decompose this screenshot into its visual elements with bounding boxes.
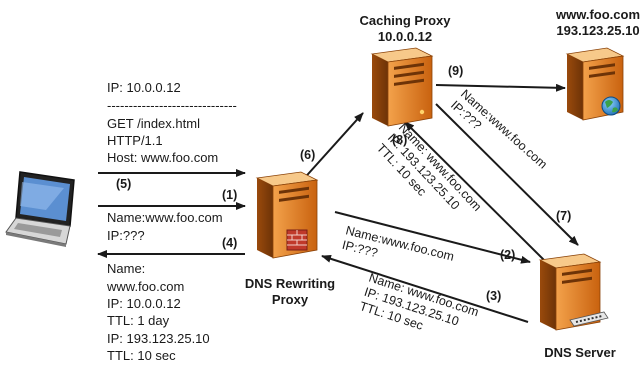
http-line3: Host: www.foo.com bbox=[107, 150, 218, 165]
caching-proxy-ip: 10.0.0.12 bbox=[378, 29, 432, 44]
dns-proxy-title: DNS Rewriting bbox=[245, 276, 335, 291]
arrows bbox=[97, 83, 579, 323]
http-request-text: IP: 10.0.0.12 --------------------------… bbox=[107, 80, 237, 165]
proxy-response-text: Name: www.foo.com IP: 193.123.25.10 TTL:… bbox=[374, 120, 484, 213]
node-labels: Caching Proxy 10.0.0.12 www.foo.com 193.… bbox=[245, 7, 640, 360]
step-4: (4) bbox=[222, 236, 237, 250]
arrow-6-dns-proxy-to-caching-proxy bbox=[299, 112, 364, 184]
arrow-3-dns-server-to-dns-proxy bbox=[321, 254, 529, 323]
dns-response-text: Name: www.foo.com IP: 193.123.25.10 TTL:… bbox=[358, 271, 481, 333]
resp-line5: IP: 193.123.25.10 bbox=[107, 331, 210, 346]
firewall-icon bbox=[286, 229, 308, 251]
step-1: (1) bbox=[222, 188, 237, 202]
step-labels: (1) (2) (3) (4) (5) (6) (7) (8) (9) bbox=[116, 64, 571, 303]
http-line2: HTTP/1.1 bbox=[107, 133, 163, 148]
arrow-8-dns-server-to-caching-proxy bbox=[404, 121, 547, 263]
origin-title: www.foo.com bbox=[555, 7, 640, 22]
arrow-2-dns-proxy-to-dns-server bbox=[334, 211, 531, 264]
step-2: (2) bbox=[500, 248, 515, 262]
client-query-ip: IP:??? bbox=[107, 228, 145, 243]
client-response-text: Name: www.foo.com IP: 10.0.0.12 TTL: 1 d… bbox=[106, 261, 210, 363]
client-query-text: Name:www.foo.com IP:??? bbox=[107, 210, 223, 243]
laptop-icon bbox=[5, 171, 75, 247]
http-ip: IP: 10.0.0.12 bbox=[107, 80, 181, 95]
dns-query-text: Name:www.foo.com IP:??? bbox=[341, 223, 456, 263]
dns-proxy-title-line2: Proxy bbox=[272, 292, 309, 307]
step-3: (3) bbox=[486, 289, 501, 303]
globe-icon bbox=[601, 96, 621, 116]
resp-line2: www.foo.com bbox=[106, 279, 184, 294]
resp-line6: TTL: 10 sec bbox=[107, 348, 176, 363]
dns-rewriting-proxy-server-icon bbox=[255, 171, 319, 259]
step-7: (7) bbox=[556, 209, 571, 223]
http-separator: ------------------------------ bbox=[107, 98, 237, 113]
step-6: (6) bbox=[300, 148, 315, 162]
client-query-name: Name:www.foo.com bbox=[107, 210, 223, 225]
resp-line3: IP: 10.0.0.12 bbox=[107, 296, 181, 311]
caching-proxy-server-icon bbox=[370, 47, 434, 127]
dns-server-icon bbox=[538, 253, 609, 331]
step-8: (8) bbox=[392, 133, 407, 147]
origin-server-icon bbox=[565, 47, 625, 121]
resp-line4: TTL: 1 day bbox=[107, 313, 170, 328]
resp-line1: Name: bbox=[107, 261, 145, 276]
origin-ip: 193.123.25.10 bbox=[556, 23, 639, 38]
caching-proxy-title: Caching Proxy bbox=[359, 13, 451, 28]
step-5: (5) bbox=[116, 177, 131, 191]
dns-server-title: DNS Server bbox=[544, 345, 616, 360]
http-line1: GET /index.html bbox=[107, 116, 200, 131]
arrow-9-caching-proxy-to-origin bbox=[435, 83, 566, 92]
step-9: (9) bbox=[448, 64, 463, 78]
network-card-icon bbox=[569, 311, 609, 327]
proxy-query-text: Name:www.foo.com IP:??? bbox=[448, 87, 550, 172]
arrow-7-caching-proxy-to-dns-server bbox=[435, 103, 579, 246]
